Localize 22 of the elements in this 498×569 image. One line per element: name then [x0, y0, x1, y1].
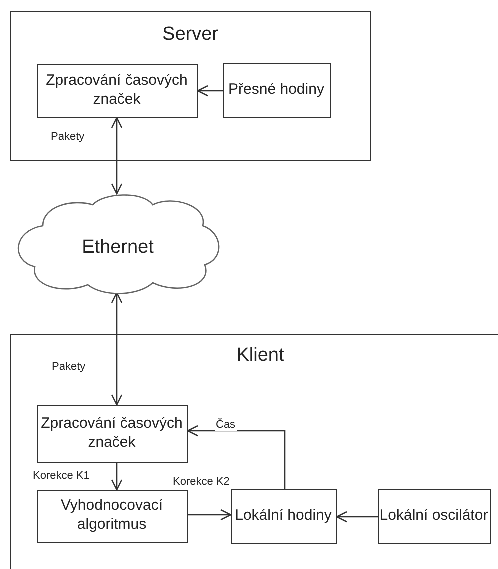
edge-label: Čas: [215, 419, 237, 431]
group-frame: [10, 11, 371, 161]
group-title: Klient: [236, 345, 284, 366]
group-title: Server: [162, 24, 218, 45]
process-box: Vyhodnocovací algoritmus: [36, 490, 188, 542]
edge-label: Korekce K1: [32, 470, 91, 482]
process-box: Zpracování časových značek: [36, 404, 188, 462]
process-box: Přesné hodiny: [222, 62, 330, 118]
process-box: Zpracování časových značek: [36, 64, 198, 118]
edge-label: Pakety: [51, 361, 87, 373]
arrow: [336, 511, 378, 523]
arrow: [111, 463, 123, 491]
arrow: [187, 425, 286, 489]
arrow: [197, 85, 223, 97]
arrow: [111, 117, 123, 195]
arrow: [111, 292, 123, 406]
arrow: [188, 509, 232, 521]
process-box: Lokální oscilátor: [378, 488, 490, 544]
edge-label: Pakety: [50, 131, 86, 143]
edge-label: Korekce K2: [172, 476, 231, 488]
process-box: Lokální hodiny: [230, 488, 336, 544]
cloud-label: Ethernet: [82, 236, 154, 258]
